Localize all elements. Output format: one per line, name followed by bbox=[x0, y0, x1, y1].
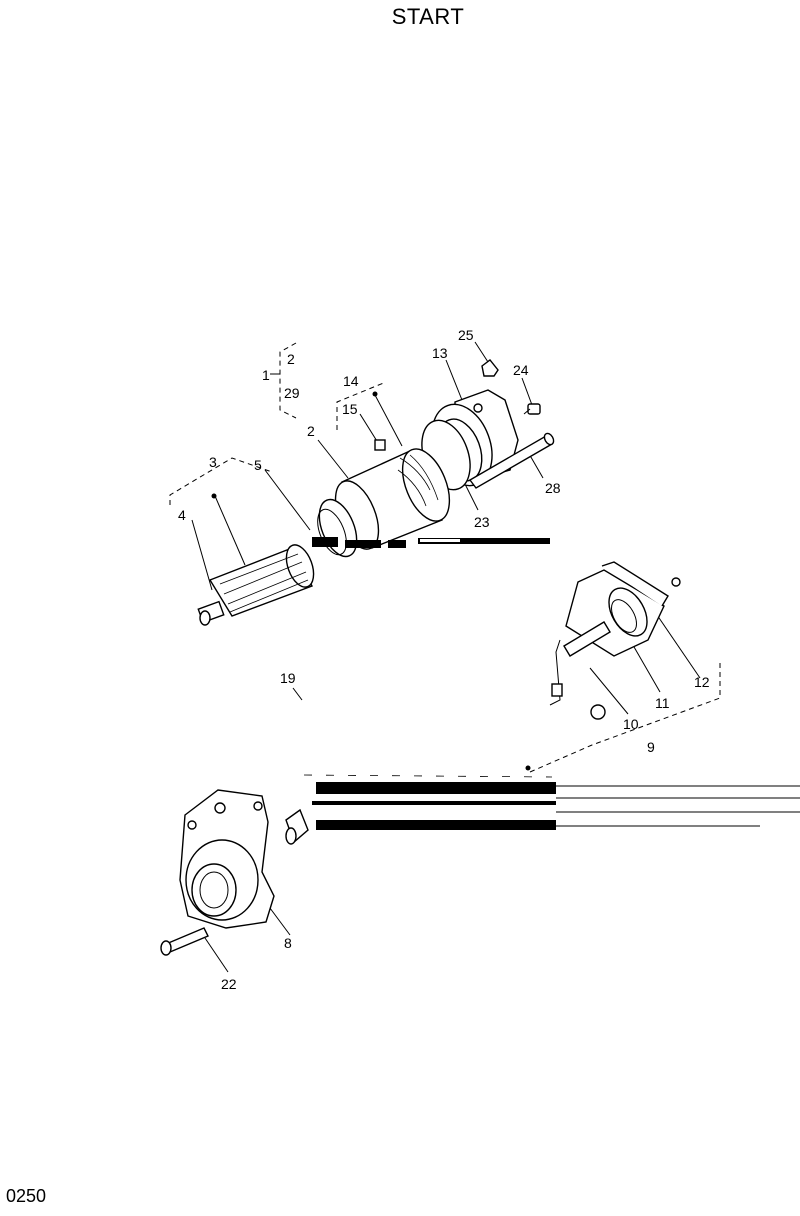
callout-14: 14 bbox=[343, 373, 359, 389]
callout-25: 25 bbox=[458, 327, 474, 343]
callout-4: 4 bbox=[178, 507, 186, 523]
callout-23: 23 bbox=[474, 514, 490, 530]
callout-11: 11 bbox=[655, 695, 670, 711]
group-bracket-14 bbox=[336, 381, 387, 430]
callout-5: 5 bbox=[254, 457, 262, 473]
group-bracket-1 bbox=[270, 342, 297, 419]
reference-dot bbox=[372, 391, 378, 397]
callout-13: 13 bbox=[432, 345, 448, 361]
leader-lines bbox=[191, 341, 701, 973]
bolt-part-22 bbox=[160, 927, 209, 956]
callout-12: 12 bbox=[694, 674, 710, 690]
front-housing-part bbox=[179, 789, 275, 929]
yoke-part bbox=[334, 448, 451, 550]
page-title: START bbox=[391, 4, 465, 29]
group-bracket-9 bbox=[529, 660, 721, 773]
armature-part bbox=[197, 544, 315, 626]
callout-2b: 2 bbox=[307, 423, 315, 439]
callout-15: 15 bbox=[342, 401, 358, 417]
scan-artifact-lower bbox=[303, 765, 800, 830]
brush-part-15 bbox=[374, 439, 386, 451]
callout-3: 3 bbox=[209, 454, 217, 470]
group-bracket-3 bbox=[169, 457, 273, 505]
page-number: 0250 bbox=[6, 1186, 47, 1206]
terminal-bracket bbox=[549, 639, 606, 720]
cap-part-25 bbox=[481, 359, 499, 377]
callout-28: 28 bbox=[545, 480, 561, 496]
screw-part-24 bbox=[523, 403, 541, 415]
callout-8: 8 bbox=[284, 935, 292, 951]
callout-22: 22 bbox=[221, 976, 237, 992]
callout-1: 1 bbox=[262, 367, 270, 383]
reference-dot bbox=[211, 493, 217, 499]
rear-cover-part bbox=[421, 389, 519, 491]
callout-2a: 2 bbox=[287, 351, 295, 367]
callout-labels: 1 2 29 3 4 5 2 14 15 13 25 24 28 23 19 1… bbox=[178, 327, 710, 992]
callout-29: 29 bbox=[284, 385, 300, 401]
through-bolt-part-28 bbox=[468, 432, 555, 489]
callout-9: 9 bbox=[647, 739, 655, 755]
pinion-gear-part bbox=[285, 808, 309, 845]
scan-artifact-upper bbox=[312, 537, 550, 548]
switch-cover-part bbox=[563, 561, 681, 657]
callout-10: 10 bbox=[623, 716, 639, 732]
callout-24: 24 bbox=[513, 362, 529, 378]
callout-19: 19 bbox=[280, 670, 296, 686]
